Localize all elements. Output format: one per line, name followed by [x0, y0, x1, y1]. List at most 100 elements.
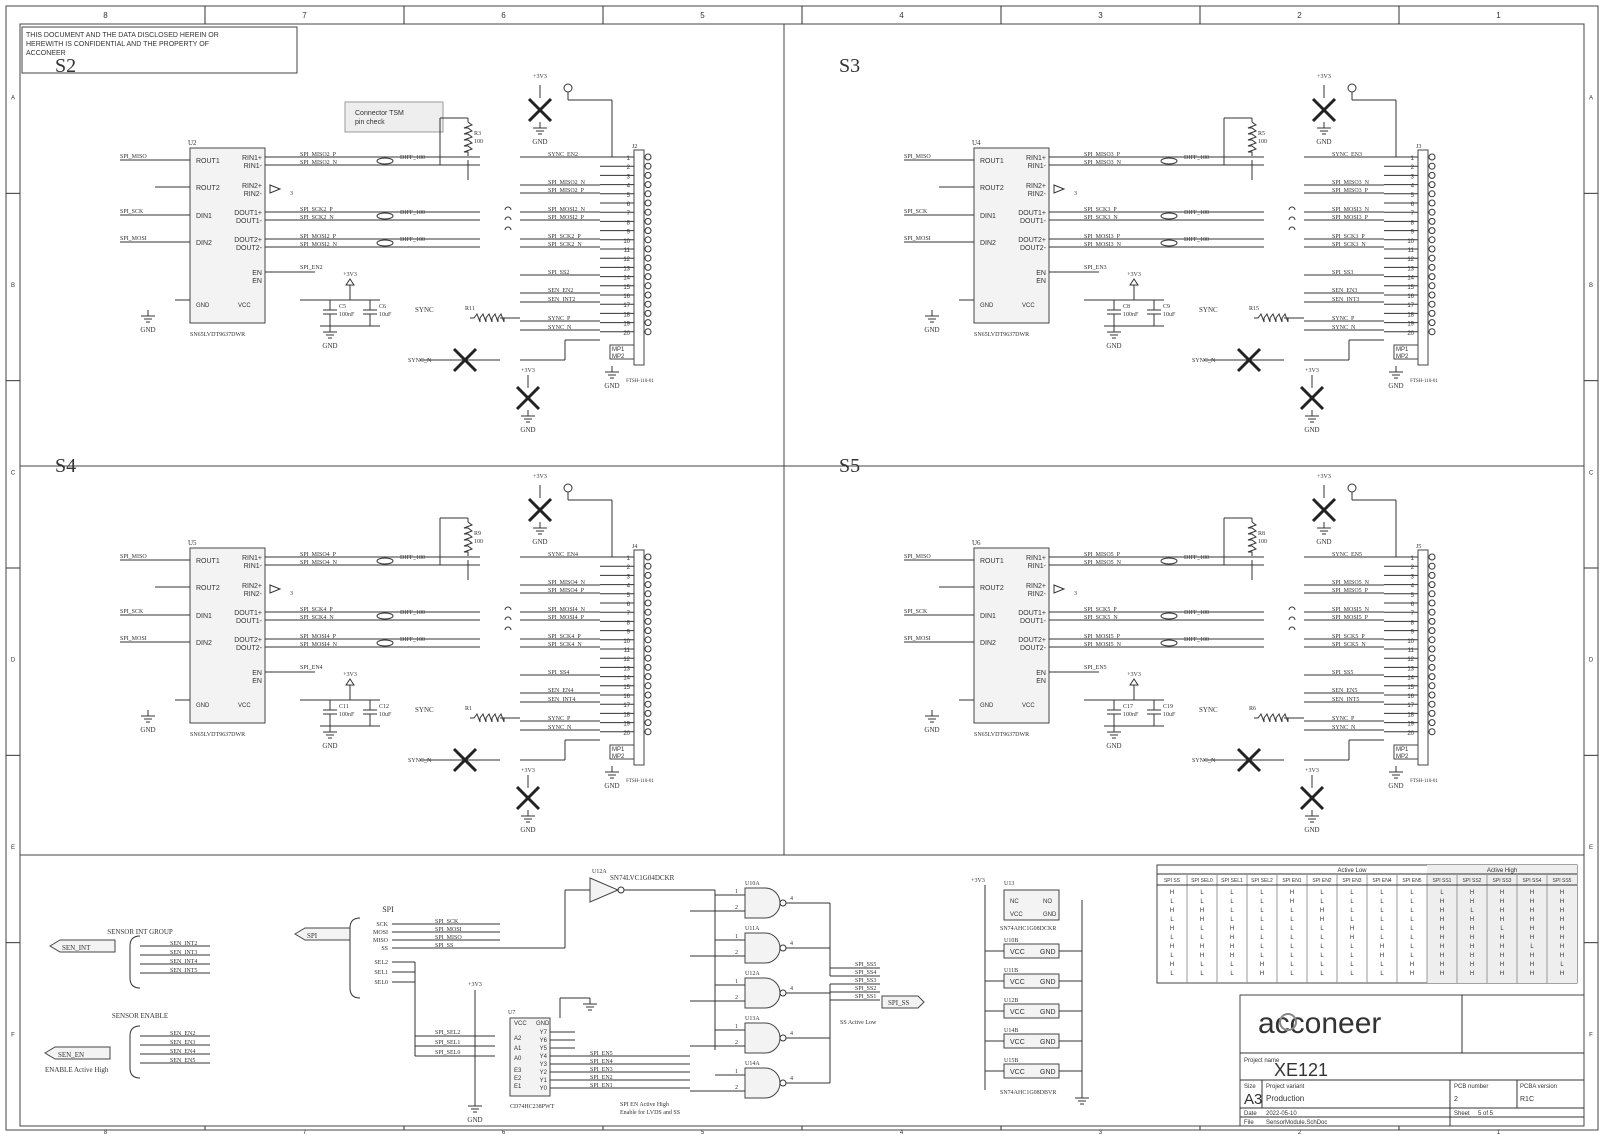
connector-pin-number: 14 [1407, 676, 1414, 682]
chip-pin-right: RIN2+ [242, 583, 262, 590]
diff-pair-marker [376, 212, 394, 220]
connector-pin-number: 9 [627, 230, 631, 236]
truth-table-header: SPI EN4 [1372, 878, 1391, 884]
truth-table-cell: L [1170, 953, 1174, 959]
connector-pin-pad [1428, 608, 1436, 616]
resistor-horizontal [470, 312, 508, 323]
wire-crossover [1288, 626, 1296, 631]
gate-power-gnd: GND [1040, 1009, 1056, 1016]
connector-net-label: SPI_MISO2_P [548, 188, 585, 194]
connector-net-label: SYNC_N [1332, 325, 1356, 331]
buffer-symbol [589, 877, 620, 903]
connector-pin-number: 19 [1407, 722, 1414, 728]
file-value: SensorModule.SchDoc [1266, 1120, 1327, 1126]
connector-pin-pad [644, 208, 652, 216]
ground-symbol: GND [520, 810, 536, 834]
spien-note-1: SPI EN Active High [620, 1102, 669, 1108]
diff-net-label: SPI_SCK5_P [1084, 607, 1117, 613]
connector-net-label: SPI_MOSI4_P [548, 615, 585, 621]
and-gate-ref: U11A [745, 926, 760, 932]
truth-table-cell: L [1350, 953, 1354, 959]
diff-class-label: DIFF_100 [1184, 637, 1209, 643]
connector-pin-number: 1 [627, 156, 631, 162]
chip-pin-left: DIN1 [980, 613, 996, 620]
gate-power-vcc: VCC [1010, 1009, 1025, 1016]
diff-net-label: SPI_MISO2_N [300, 160, 338, 166]
sync-res-ref: R11 [465, 306, 475, 312]
ground-symbol: GND [1304, 810, 1320, 834]
and-gate-body [744, 977, 781, 1009]
ground-symbol: GND [1316, 522, 1332, 546]
sheet-note: Connector TSM pin check [344, 101, 444, 133]
connector-pin-number: 5 [1411, 193, 1415, 199]
sel-pin: SEL1 [374, 970, 388, 976]
zone-label-top: 4 [899, 11, 904, 20]
connector-pin-number: 20 [623, 331, 630, 337]
connector-pin-pad [1428, 663, 1436, 671]
ground-symbol: GND [1106, 726, 1122, 750]
chip-pin-right: RIN1+ [1026, 155, 1046, 162]
connector-pin-pad [1428, 709, 1436, 717]
connector-net-label: SPI_MISO2_N [548, 180, 586, 186]
chip-ref: U2 [188, 139, 197, 147]
zone-label-right: A [1589, 96, 1593, 102]
and-gate-bubble [779, 1079, 787, 1087]
truth-table-cell: L [1320, 926, 1324, 932]
connector-pin-number: 12 [1407, 657, 1414, 663]
ground-label: GND [140, 326, 155, 334]
connector-pin-pad [1428, 162, 1436, 170]
truth-table-cell: H [1320, 908, 1324, 914]
group-header-active-high: Active High [1487, 868, 1517, 874]
chip-pin-right: EN [252, 670, 262, 677]
ground-symbol [1075, 1092, 1089, 1105]
truth-table-cell: L [1290, 917, 1294, 923]
term-res-val: 100 [1258, 539, 1267, 545]
ground-symbol: GND [322, 326, 338, 350]
chip-part: SN65LVDT9637DWR [190, 332, 245, 338]
chip-pin-right: RIN1- [1028, 163, 1047, 170]
connector-pin-pad [1428, 645, 1436, 653]
diff-class-label: DIFF_100 [1184, 237, 1209, 243]
connector-pin-number: 1 [1411, 556, 1415, 562]
zone-label-left: C [11, 470, 16, 476]
connector-pin-number: 4 [627, 584, 631, 590]
section-title: S4 [55, 455, 76, 477]
sen-en-net: SEN_EN2 [170, 1031, 195, 1037]
chip-pin-right: RIN2+ [1026, 183, 1046, 190]
ground-symbol: GND [924, 310, 940, 334]
connector-net-label: SYNC_EN2 [548, 152, 578, 158]
spi-en-net: SPI_EN5 [590, 1051, 613, 1057]
resistor-zigzag [1247, 118, 1258, 156]
truth-table-cell: H [1380, 944, 1384, 950]
connector-pin-pad [644, 217, 652, 225]
truth-table-cell: H [1440, 926, 1444, 932]
diff-net-label: SPI_SCK3_P [1084, 207, 1117, 213]
project-name: XE121 [1274, 1060, 1328, 1080]
ground-label: GND [1388, 782, 1403, 790]
chip-pin-left: DIN1 [196, 213, 212, 220]
chip-pin-vcc: VCC [1022, 303, 1035, 309]
connector-pin-number: 8 [627, 220, 631, 226]
term-res-ref: R9 [474, 531, 481, 537]
section-s3: S3U4SN65LVDT9637DWRROUT1ROUT2DIN1DIN2GND… [839, 55, 1438, 434]
chip-pin-left: DIN2 [980, 240, 996, 247]
connector-pin-number: 10 [623, 639, 630, 645]
connector-ref: J4 [632, 544, 637, 550]
decoder-body [509, 1017, 551, 1097]
connector-pin-number: 4 [1411, 584, 1415, 590]
chip-pin-left: DIN2 [980, 640, 996, 647]
sync-res-ref: R6 [1249, 706, 1256, 712]
connector-pin-pad [644, 319, 652, 327]
connector-pin-pad [644, 263, 652, 271]
pcba-value: R1C [1520, 1096, 1534, 1103]
connector-pin-pad [1428, 273, 1436, 281]
connector-pin-pad [1428, 309, 1436, 317]
truth-table-cell: L [1260, 944, 1264, 950]
truth-table-cell: L [1200, 926, 1204, 932]
connector-pin-number: 5 [1411, 593, 1415, 599]
decoder-output: Y2 [540, 1070, 548, 1076]
connector-pin-pad [1428, 654, 1436, 662]
left-net-label: SPI_MISO [120, 554, 147, 560]
connector-pin-pad [644, 309, 652, 317]
